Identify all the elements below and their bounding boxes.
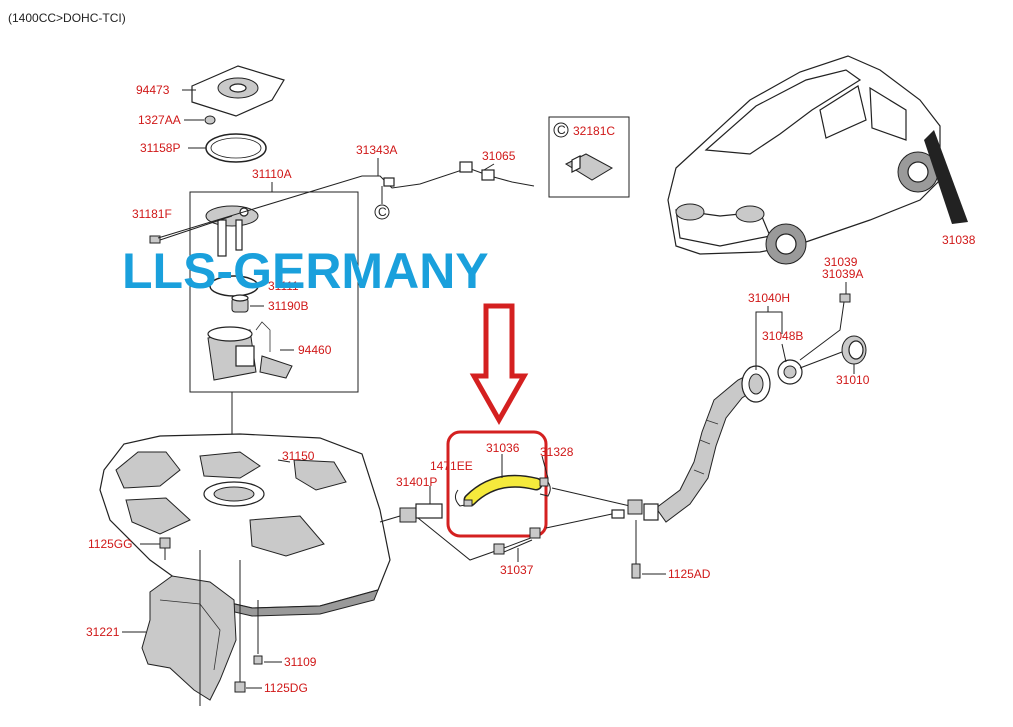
connector-c-letter: C bbox=[378, 205, 387, 219]
label-31221: 31221 bbox=[86, 625, 120, 639]
label-31109: 31109 bbox=[284, 655, 317, 669]
label-31040H: 31040H bbox=[748, 291, 790, 305]
bolt-1125AD bbox=[631, 563, 641, 579]
label-31190B: 31190B bbox=[268, 299, 308, 313]
highlight-arrow bbox=[469, 303, 529, 426]
fuel-pump-module bbox=[207, 326, 257, 381]
label-31065: 31065 bbox=[482, 149, 516, 163]
hose-clamp-left bbox=[454, 489, 473, 507]
label-31150: 31150 bbox=[282, 449, 315, 463]
level-sender-94460 bbox=[255, 321, 293, 379]
label-31038: 31038 bbox=[942, 233, 976, 247]
fuel-cap-31010 bbox=[841, 335, 867, 365]
label-94460: 94460 bbox=[298, 343, 332, 357]
cap-31190B bbox=[231, 294, 249, 313]
car-illustration bbox=[667, 55, 968, 265]
callout-symbol: C bbox=[557, 123, 566, 137]
label-31010: 31010 bbox=[836, 373, 870, 387]
watermark-text: LLS-GERMANY bbox=[122, 243, 489, 299]
label-31181F: 31181F bbox=[132, 207, 172, 221]
hose-clamp-right bbox=[539, 477, 551, 497]
label-31037: 31037 bbox=[500, 563, 534, 577]
label-1471EE: 1471EE bbox=[430, 459, 473, 473]
label-31328: 31328 bbox=[540, 445, 574, 459]
label-31110A: 31110A bbox=[252, 167, 292, 181]
filler-neck-31040H bbox=[655, 359, 803, 523]
label-31158P: 31158P bbox=[140, 141, 180, 155]
label-94473: 94473 bbox=[136, 83, 170, 97]
filler-neck-marker-31038 bbox=[924, 130, 968, 224]
filler-hose-31036 bbox=[463, 474, 543, 507]
label-1125GG: 1125GG bbox=[88, 537, 132, 551]
clip-32181C bbox=[564, 153, 614, 181]
label-1327AA: 1327AA bbox=[138, 113, 181, 127]
label-1125DG: 1125DG bbox=[264, 681, 308, 695]
connector-31181F bbox=[149, 235, 161, 244]
label-31036: 31036 bbox=[486, 441, 520, 455]
label-31048B: 31048B bbox=[762, 329, 803, 343]
nut-31109 bbox=[253, 655, 263, 665]
label-31039A: 31039A bbox=[822, 267, 863, 281]
tank-inlet-pipe bbox=[379, 503, 443, 523]
label-31111: 31111 bbox=[268, 279, 299, 293]
heat-shield-31221 bbox=[141, 575, 237, 701]
label-31401P: 31401P bbox=[396, 475, 437, 489]
label-1125AD: 1125AD bbox=[668, 567, 711, 581]
fuel-tank-31150 bbox=[99, 433, 391, 617]
bolt-1327AA bbox=[204, 115, 216, 125]
engine-spec-header: (1400CC>DOHC-TCI) bbox=[8, 11, 126, 25]
pump-cover-plate bbox=[191, 65, 285, 117]
screw-31039 bbox=[839, 293, 851, 303]
vent-hose-31037 bbox=[417, 517, 541, 561]
connector-c-marker bbox=[374, 204, 390, 220]
label-31343A: 31343A bbox=[356, 143, 397, 157]
label-32181C: 32181C bbox=[573, 124, 615, 138]
pump-assembly-box bbox=[189, 191, 359, 393]
gasket-ring-31158P bbox=[205, 133, 267, 163]
bolt-1125DG bbox=[234, 681, 246, 693]
bolt-1125GG bbox=[159, 537, 171, 560]
vapor-hose-31343A bbox=[157, 161, 535, 239]
label-31039: 31039 bbox=[824, 255, 858, 269]
